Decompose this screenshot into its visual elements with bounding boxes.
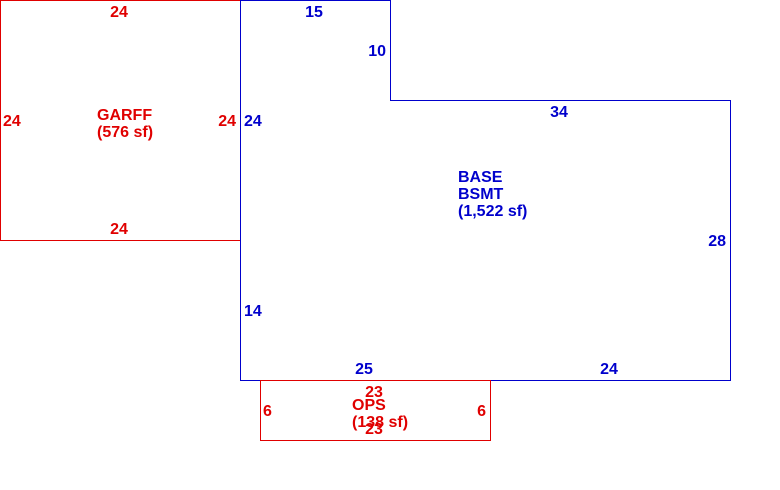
basement-dim-step: 34 bbox=[550, 104, 568, 121]
basement-dim-right: 28 bbox=[708, 233, 726, 250]
basement-dim-bottom-right: 24 bbox=[600, 361, 618, 378]
porch-outline bbox=[260, 380, 491, 441]
basement-name-line1: BASE bbox=[458, 169, 503, 186]
basement-dim-top: 15 bbox=[305, 4, 323, 21]
basement-name-line2: BSMT bbox=[458, 186, 504, 203]
porch-dim-bottom: 23 bbox=[365, 421, 383, 438]
porch-dim-top: 23 bbox=[365, 384, 383, 401]
garage-dim-bottom: 24 bbox=[110, 221, 128, 238]
basement-outline bbox=[240, 0, 731, 381]
porch-dim-right: 6 bbox=[477, 403, 486, 420]
basement-dim-left-lower: 14 bbox=[244, 303, 262, 320]
porch-name: OPS bbox=[352, 397, 386, 414]
porch-dim-left: 6 bbox=[263, 403, 272, 420]
basement-dim-left-upper: 24 bbox=[244, 113, 262, 130]
garage-dim-left: 24 bbox=[3, 113, 21, 130]
garage-dim-right: 24 bbox=[218, 113, 236, 130]
garage-area: (576 sf) bbox=[97, 124, 153, 141]
basement-dim-notch: 10 bbox=[368, 43, 386, 60]
basement-dim-bottom-left: 25 bbox=[355, 361, 373, 378]
basement-area: (1,522 sf) bbox=[458, 203, 527, 220]
porch-area: (138 sf) bbox=[352, 414, 408, 431]
garage-name: GARFF bbox=[97, 107, 152, 124]
garage-dim-top: 24 bbox=[110, 4, 128, 21]
